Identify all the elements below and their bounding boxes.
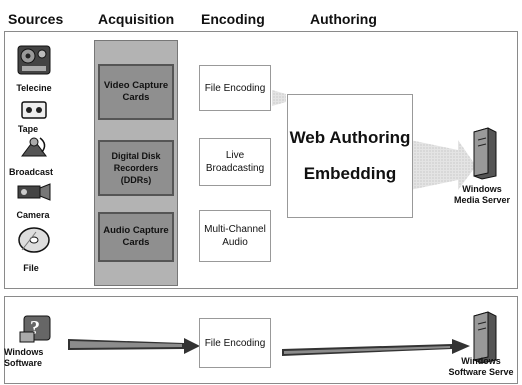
server-tower-icon <box>473 127 497 180</box>
windows-software-icon: ? <box>19 315 51 343</box>
label-telecine: Telecine <box>16 83 52 93</box>
arrow-encoding-authoring <box>272 90 286 106</box>
software-server-line2: Software Serve <box>448 367 514 377</box>
arrow-encoding-server-highlight <box>284 346 450 354</box>
header-authoring: Authoring <box>310 11 377 27</box>
file-encoding-box: File Encoding <box>199 65 271 111</box>
label-camera: Camera <box>16 210 50 220</box>
digital-disk-recorders: Digital Disk Recorders (DDRs) <box>98 140 174 196</box>
arrow-authoring-server <box>410 140 476 190</box>
header-sources: Sources <box>8 11 64 27</box>
windows-software-line1: Windows <box>4 347 44 357</box>
media-server-line2: Media Server <box>453 195 511 205</box>
video-capture-cards: Video Capture Cards <box>98 64 174 120</box>
tape-icon <box>21 101 47 119</box>
label-tape: Tape <box>17 124 39 134</box>
software-server-label: Windows Software Serve <box>440 356 522 378</box>
bottom-file-encoding-box: File Encoding <box>199 318 271 368</box>
file-disc-icon <box>18 227 50 253</box>
web-authoring-box: Web Authoring Embedding <box>287 94 413 218</box>
camera-icon <box>17 183 51 201</box>
media-server-label: Windows Media Server <box>446 184 518 206</box>
telecine-icon <box>17 45 51 75</box>
header-acquisition: Acquisition <box>98 11 175 27</box>
software-server-tower-icon <box>473 311 497 364</box>
live-broadcasting-box: Live Broadcasting <box>199 138 271 186</box>
windows-software-label: Windows Software <box>4 347 60 369</box>
header-encoding: Encoding <box>201 11 265 27</box>
authoring-line1: Web Authoring <box>289 128 411 147</box>
media-server-line1: Windows <box>462 184 502 194</box>
broadcast-icon <box>21 137 47 157</box>
svg-text:?: ? <box>30 317 40 339</box>
authoring-line2: Embedding <box>303 164 397 183</box>
audio-capture-cards: Audio Capture Cards <box>98 212 174 262</box>
multi-channel-audio-box: Multi-Channel Audio <box>199 210 271 262</box>
arrow-software-encoding-highlight <box>70 341 182 348</box>
label-file: File <box>23 263 39 273</box>
windows-software-line2: Software <box>4 358 43 368</box>
label-broadcast: Broadcast <box>8 167 53 177</box>
software-server-line1: Windows <box>461 356 501 366</box>
